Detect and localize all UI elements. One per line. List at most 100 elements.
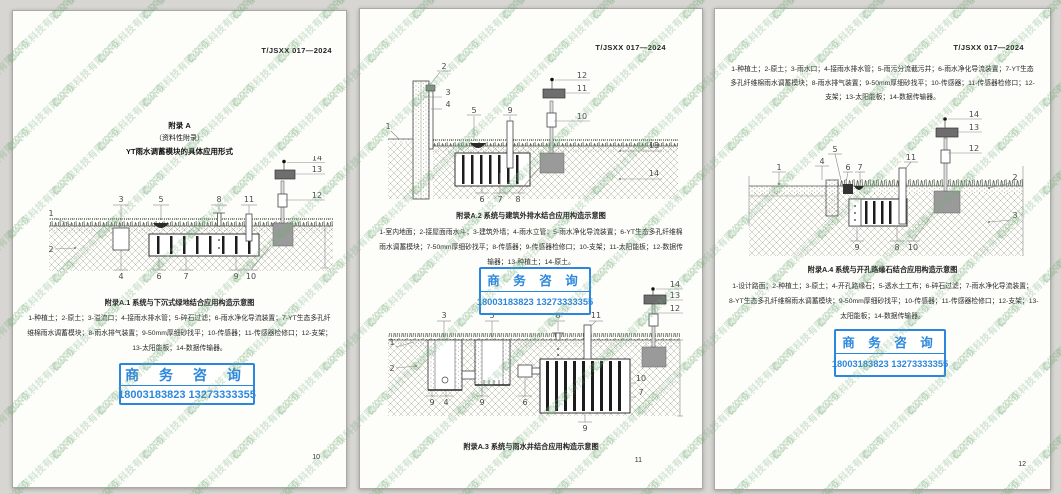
figure-a3-caption: 附录A.3 系统与雨水井结合应用构造示意图 bbox=[463, 442, 599, 451]
svg-text:9: 9 bbox=[233, 272, 238, 281]
page-number: 12 bbox=[1018, 461, 1026, 468]
ground-section bbox=[388, 333, 680, 416]
figure-a2-diagram: 1 2 3 4 5 6 7 8 9 10 11 12 13 14 bbox=[385, 62, 678, 204]
svg-text:7: 7 bbox=[497, 195, 502, 204]
inspection-pipe bbox=[245, 213, 253, 242]
svg-text:13: 13 bbox=[312, 165, 322, 174]
inspection-pipe bbox=[583, 324, 592, 360]
svg-text:6: 6 bbox=[156, 272, 161, 281]
legend-line: 1-种植土；2-原土；3-溢流口；4-接雨水排水管；5-碎石过滤；6-雨水净化导… bbox=[28, 315, 331, 322]
svg-text:9: 9 bbox=[582, 424, 587, 433]
svg-text:6: 6 bbox=[845, 163, 850, 172]
svg-text:2: 2 bbox=[389, 364, 394, 373]
business-consult-stamp: 商 务 咨 询 18003183823 13273333355 bbox=[831, 329, 949, 377]
sensor-monitoring-assembly bbox=[272, 159, 296, 247]
business-consult-stamp: 商 务 咨 询 18003183823 13273333355 bbox=[118, 363, 256, 405]
stamp-phone-numbers: 18003183823 13273333355 bbox=[118, 388, 256, 401]
svg-text:2: 2 bbox=[1012, 173, 1017, 182]
figure-a1-caption: 附录A.1 系统与下沉式绿地结合应用构造示意图 bbox=[104, 298, 255, 307]
svg-text:1: 1 bbox=[385, 122, 390, 131]
figure-a4-diagram: 1 2 3 4 5 6 7 8 9 10 11 12 13 14 bbox=[748, 110, 1024, 256]
svg-text:14: 14 bbox=[969, 110, 979, 119]
storage-module bbox=[848, 198, 908, 227]
rain-well-2 bbox=[461, 339, 511, 386]
legend-line: 1-室内地面；2-接屋面雨水斗；3-建筑外墙；4-雨水立管；5-雨水净化导流装置… bbox=[379, 229, 683, 236]
figure-a3-diagram: 1 2 3 4 5 6 7 8 9 9 9 10 11 12 13 14 bbox=[388, 281, 683, 433]
page-number: 11 bbox=[634, 457, 642, 464]
svg-text:6: 6 bbox=[479, 195, 484, 204]
legend-line: 13-太阳能板；14-数据传输器。 bbox=[132, 345, 227, 352]
callouts: 1 2 3 4 5 6 7 8 9 10 11 12 13 14 bbox=[48, 156, 325, 281]
legend-line: 雨水调蓄模块；7-50mm厚细砂找平；8-传感器；9-传感器检修口；10-支架；… bbox=[379, 244, 683, 251]
svg-text:13: 13 bbox=[969, 123, 979, 132]
figure-a4-legend: 1-设计路面；2-种植土；3-原土；4-开孔路缘石；5-透水土工布；6-碎石过滤… bbox=[729, 279, 1039, 324]
svg-text:14: 14 bbox=[649, 169, 659, 178]
svg-text:8: 8 bbox=[216, 195, 221, 204]
svg-text:9: 9 bbox=[429, 398, 434, 407]
perforated-curb bbox=[825, 179, 839, 217]
svg-text:13: 13 bbox=[649, 141, 659, 150]
appendix-title-line1: 附录 A bbox=[168, 121, 191, 130]
svg-text:12: 12 bbox=[670, 304, 680, 313]
svg-text:14: 14 bbox=[312, 156, 322, 163]
svg-text:12: 12 bbox=[969, 144, 979, 153]
doc-number-header: T/JSXX 017—2024 bbox=[595, 43, 666, 52]
doc-number-header: T/JSXX 017—2024 bbox=[953, 43, 1024, 52]
svg-text:4: 4 bbox=[118, 272, 123, 281]
overflow-outlet bbox=[112, 227, 130, 251]
figure-a4-caption: 附录A.4 系统与开孔路缘石结合应用构造示意图 bbox=[807, 265, 958, 274]
svg-text:1: 1 bbox=[48, 209, 53, 218]
storage-module bbox=[148, 233, 260, 257]
stamp-title: 商 务 咨 询 bbox=[836, 331, 944, 354]
page-1: T/JSXX 017—2024 附录 A （资料性附录） YT雨水调蓄模块的具体… bbox=[12, 10, 347, 488]
dimension-line bbox=[677, 339, 683, 417]
appendix-title-line3: YT雨水调蓄模块的具体应用形式 bbox=[125, 147, 234, 156]
vent-device bbox=[213, 212, 225, 249]
svg-text:5: 5 bbox=[471, 106, 476, 115]
stamp-phone-numbers: 18003183823 13273333355 bbox=[476, 297, 594, 308]
inspection-pipe bbox=[506, 120, 514, 169]
svg-text:9: 9 bbox=[507, 106, 512, 115]
callouts: 1 2 3 4 5 6 7 8 9 10 11 12 13 14 bbox=[772, 110, 1018, 252]
svg-text:9: 9 bbox=[479, 398, 484, 407]
svg-text:7: 7 bbox=[183, 272, 188, 281]
svg-text:14: 14 bbox=[670, 281, 680, 289]
svg-text:2: 2 bbox=[48, 245, 53, 254]
stamp-title: 商 务 咨 询 bbox=[481, 269, 589, 292]
appendix-title-line2: （资料性附录） bbox=[155, 135, 204, 142]
sensor-monitoring-assembly bbox=[933, 117, 961, 214]
svg-text:4: 4 bbox=[445, 100, 450, 109]
legend-line: 1-设计路面；2-种植土；3-原土；4-开孔路缘石；5-透水土工布；6-碎石过滤… bbox=[732, 283, 1033, 290]
callouts: 1 2 3 4 5 6 7 8 9 10 11 12 13 14 bbox=[385, 62, 662, 204]
svg-text:5: 5 bbox=[832, 145, 837, 154]
svg-text:3: 3 bbox=[118, 195, 123, 204]
svg-text:8: 8 bbox=[555, 311, 560, 320]
figure-a1-legend: 1-种植土；2-原土；3-溢流口；4-接雨水排水管；5-碎石过滤；6-雨水净化导… bbox=[27, 311, 332, 356]
figure-a2-caption: 附录A.2 系统与建筑外排水结合应用构造示意图 bbox=[456, 211, 606, 220]
svg-text:5: 5 bbox=[158, 195, 163, 204]
svg-text:1: 1 bbox=[389, 338, 394, 347]
svg-text:10: 10 bbox=[636, 374, 646, 383]
svg-text:6: 6 bbox=[522, 398, 527, 407]
svg-text:2: 2 bbox=[441, 62, 446, 71]
svg-text:10: 10 bbox=[577, 112, 587, 121]
figure-a3-legend: 1-种植土；2-原土；3-雨水口；4-接雨水排水管；5-雨污分流截污井；6-雨水… bbox=[729, 63, 1036, 105]
svg-text:4: 4 bbox=[443, 398, 448, 407]
legend-line: 8-YT生态多孔纤维棉雨水调蓄模块；9-50mm厚细砂找平；10-传感器；11-… bbox=[729, 298, 1039, 305]
svg-text:3: 3 bbox=[1012, 211, 1017, 220]
rain-well-1 bbox=[427, 339, 463, 391]
storage-module bbox=[454, 152, 531, 187]
svg-text:8: 8 bbox=[894, 243, 899, 252]
svg-text:10: 10 bbox=[246, 272, 256, 281]
page-number: 10 bbox=[312, 454, 320, 461]
stamp-title: 商 务 咨 询 bbox=[121, 365, 253, 386]
svg-text:5: 5 bbox=[489, 311, 494, 320]
svg-text:9: 9 bbox=[854, 243, 859, 252]
dimension-line bbox=[322, 225, 328, 269]
legend-line: 多孔纤维棉雨水调蓄模块；8-雨水排气装置；9-50mm厚细砂找平；10-传感器；… bbox=[730, 80, 1035, 87]
svg-text:11: 11 bbox=[244, 195, 254, 204]
business-consult-stamp: 商 务 咨 询 18003183823 13273333355 bbox=[476, 267, 594, 315]
stamp-phone-numbers: 18003183823 13273333355 bbox=[831, 359, 949, 370]
svg-text:7: 7 bbox=[638, 388, 643, 397]
